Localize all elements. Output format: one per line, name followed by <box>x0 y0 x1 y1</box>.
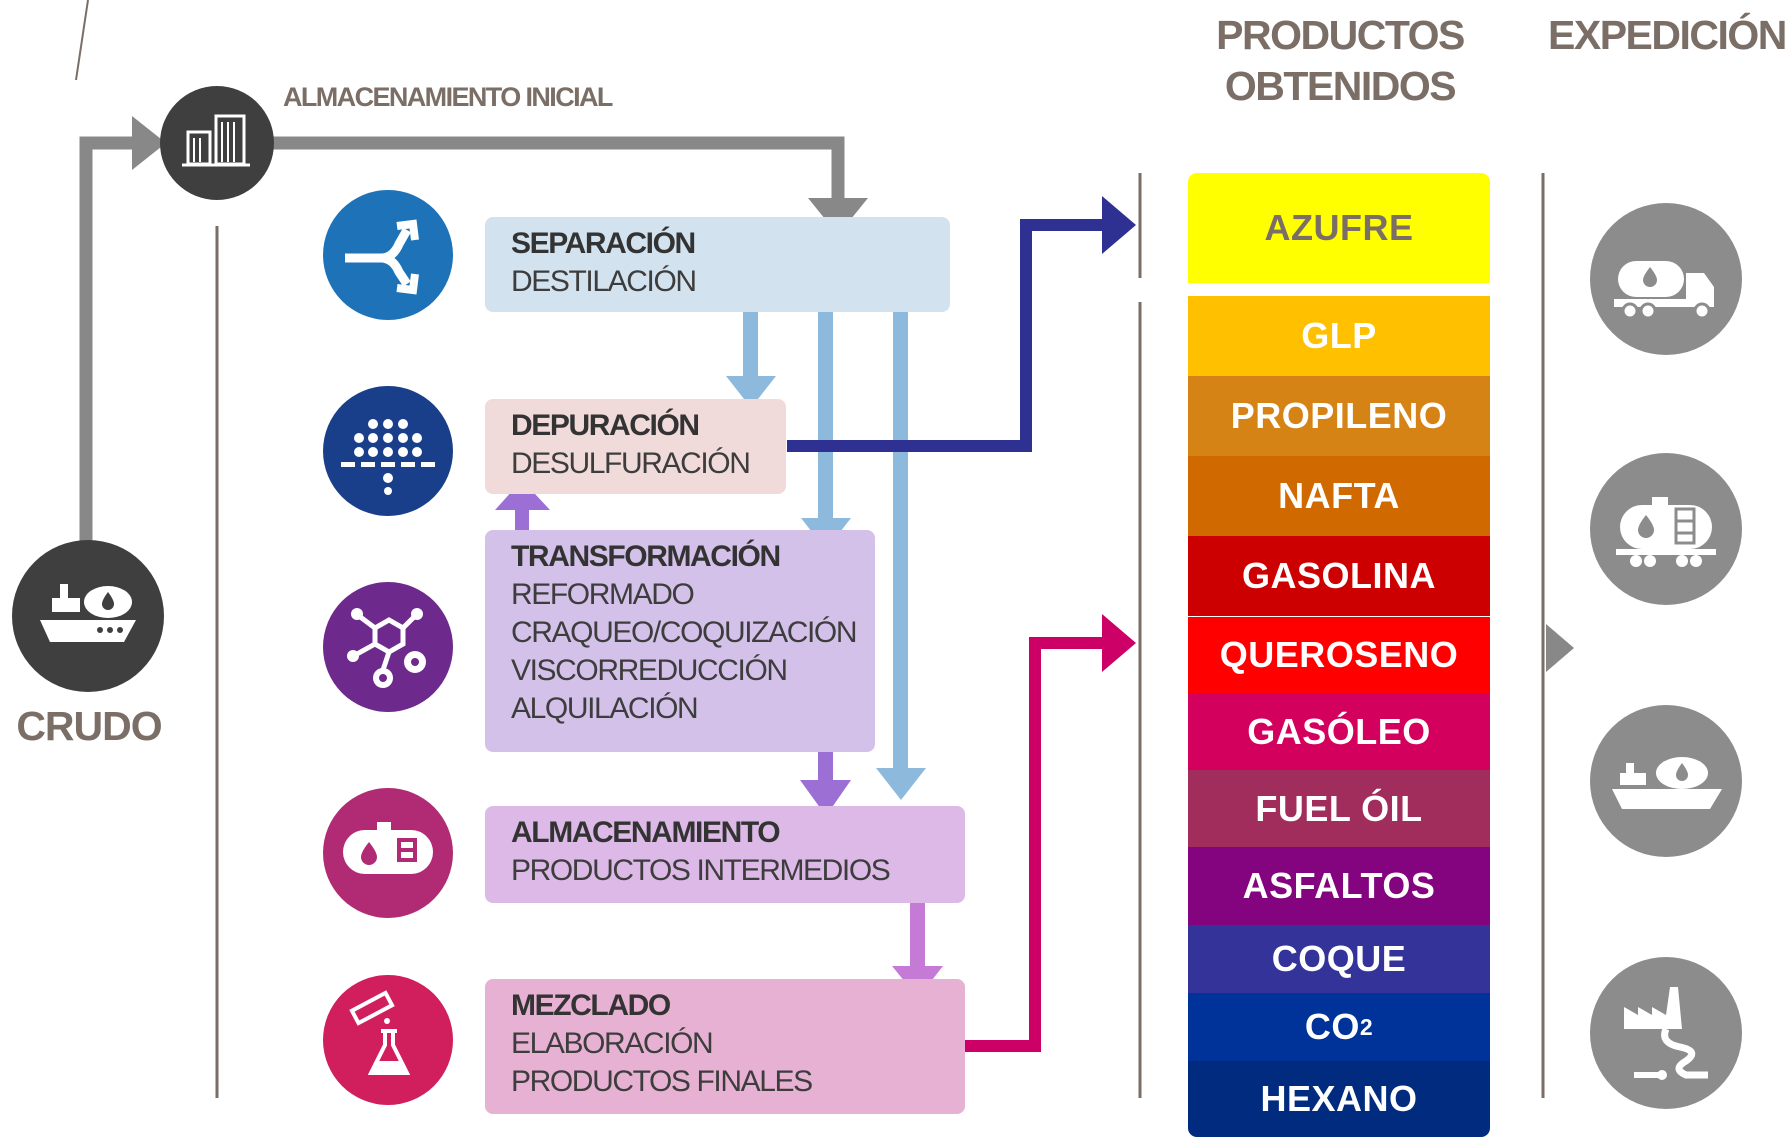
rail-tank-car-icon <box>1590 453 1742 605</box>
dispatch-arrowhead <box>1546 624 1574 672</box>
decorative-line <box>75 0 89 81</box>
box-transformacion-line-4: ALQUILACIÓN <box>511 692 699 725</box>
dispatch-header: EXPEDICIÓN <box>1548 12 1787 58</box>
product-glp: GLP <box>1188 296 1490 376</box>
mixing-to-products-arrowhead <box>1102 614 1136 672</box>
depuration-to-azufre-arrowhead <box>1102 196 1136 254</box>
box-transformacion-title: TRANSFORMACIÓN <box>511 540 781 573</box>
box-depuracion-title: DEPURACIÓN <box>511 409 700 442</box>
box-transformacion-line-1: REFORMADO <box>511 578 695 611</box>
split-arrow-icon <box>323 190 453 320</box>
box-separacion: SEPARACIÓN DESTILACIÓN <box>485 217 950 312</box>
product-asfaltos: ASFALTOS <box>1188 847 1490 925</box>
product-azufre: AZUFRE <box>1188 173 1490 283</box>
box-mezclado-line-1: ELABORACIÓN <box>511 1027 714 1060</box>
tanker-truck-icon <box>1590 203 1742 355</box>
tank-icon <box>323 788 453 918</box>
box-depuracion-line: DESULFURACIÓN <box>511 447 751 480</box>
transformation-to-depuration-arrow <box>495 480 550 510</box>
crude-ship-icon <box>12 540 164 692</box>
product-queroseno: QUEROSENO <box>1188 617 1490 693</box>
separation-to-depuration-arrow <box>726 376 776 408</box>
product-co2-text: CO <box>1304 1006 1360 1047</box>
box-almacenamiento-line: PRODUCTOS INTERMEDIOS <box>511 854 891 887</box>
box-transformacion-line-2: CRAQUEO/COQUIZACIÓN <box>511 616 857 649</box>
flask-pour-icon <box>323 975 453 1105</box>
box-depuracion: DEPURACIÓN DESULFURACIÓN <box>485 399 786 494</box>
box-mezclado-title: MEZCLADO <box>511 989 671 1022</box>
box-almacenamiento-title: ALMACENAMIENTO <box>511 816 781 849</box>
crude-label: CRUDO <box>16 703 162 749</box>
molecule-gears-icon <box>323 582 453 712</box>
depuration-to-azufre-line <box>787 219 1108 452</box>
storage-to-separation-line <box>270 136 845 198</box>
product-gasoleo: GASÓLEO <box>1188 693 1490 770</box>
initial-storage-icon <box>160 86 274 200</box>
crude-to-storage-arrowhead <box>132 116 166 170</box>
separation-to-storage-arrow <box>876 768 926 800</box>
product-co2-subscript: 2 <box>1359 1013 1374 1040</box>
product-gasolina: GASOLINA <box>1188 536 1490 616</box>
tanker-ship-icon <box>1590 705 1742 857</box>
storage-to-separation-arrowhead <box>808 198 868 235</box>
product-fuel-oil: FUEL ÓIL <box>1188 770 1490 847</box>
product-coque: COQUE <box>1188 925 1490 993</box>
box-mezclado-line-2: PRODUCTOS FINALES <box>511 1065 813 1098</box>
products-header-line1: PRODUCTOS <box>1216 12 1465 58</box>
box-separacion-line: DESTILACIÓN <box>511 265 697 298</box>
crude-to-storage-line <box>79 136 140 545</box>
box-transformacion: TRANSFORMACIÓN REFORMADO CRAQUEO/COQUIZA… <box>485 530 875 752</box>
box-mezclado: MEZCLADO ELABORACIÓN PRODUCTOS FINALES <box>485 979 965 1114</box>
box-transformacion-line-3: VISCORREDUCCIÓN <box>511 654 788 687</box>
product-hexano: HEXANO <box>1188 1061 1490 1137</box>
transformation-to-storage-arrow <box>800 780 851 816</box>
box-almacenamiento: ALMACENAMIENTO PRODUCTOS INTERMEDIOS <box>485 806 965 903</box>
mixing-to-products-line <box>964 637 1108 1052</box>
product-nafta: NAFTA <box>1188 456 1490 536</box>
initial-storage-label: ALMACENAMIENTO INICIAL <box>283 82 613 112</box>
filter-dots-icon <box>323 386 453 516</box>
product-propileno: PROPILENO <box>1188 376 1490 456</box>
products-header-line2: OBTENIDOS <box>1224 63 1457 109</box>
box-separacion-title: SEPARACIÓN <box>511 227 696 260</box>
pipeline-factory-icon <box>1590 957 1742 1109</box>
products-header: PRODUCTOS OBTENIDOS <box>1185 10 1495 112</box>
